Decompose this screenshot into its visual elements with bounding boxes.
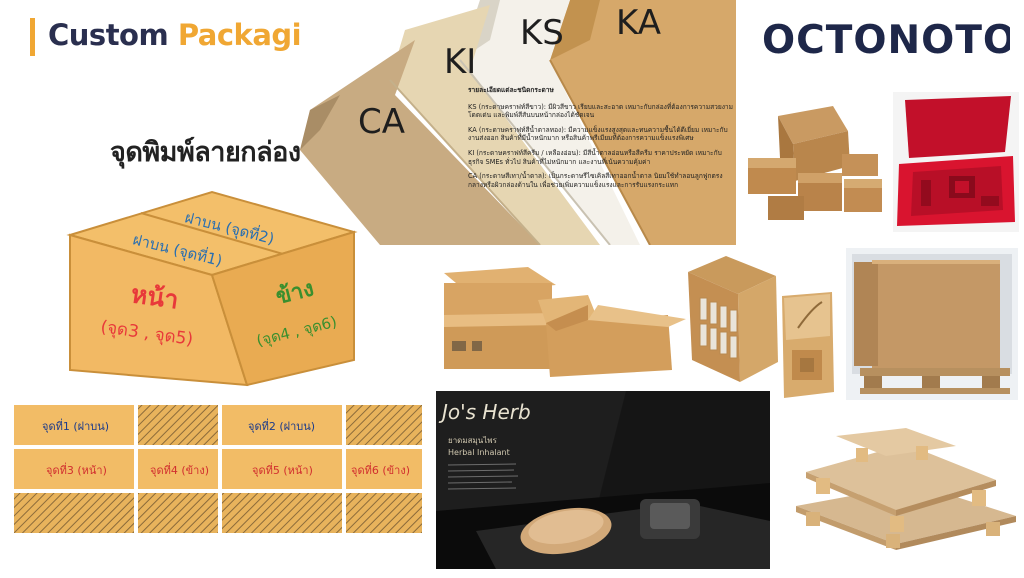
- photo-bottle-divider-box: [686, 252, 836, 402]
- dieline-panel-6: จุดที่6 (ข้าง): [351, 462, 410, 477]
- board-label-ca: CA: [358, 102, 405, 142]
- spec-item-ki: KI (กระดาษคราฟท์สีครีม / เหลืองอ่อน): มี…: [468, 148, 722, 166]
- photo-herbal-gift-box: Jo's Herb ยาดมสมุนไพร Herbal Inhalant: [436, 391, 770, 569]
- front-panel-title: หน้า: [129, 279, 180, 314]
- paper-spec-text: รายละเอียดแต่ละชนิดกระดาษ KS (กระดาษคราฟ…: [468, 86, 736, 195]
- box-dieline-diagram: จุดที่1 (ฝาบน) จุดที่2 (ฝาบน) จุดที่3 (ห…: [14, 405, 422, 533]
- spec-heading: รายละเอียดแต่ละชนิดกระดาษ: [468, 86, 554, 94]
- dieline-flap-2: จุดที่2 (ฝาบน): [248, 418, 315, 433]
- herbal-en-text: Herbal Inhalant: [448, 448, 510, 457]
- spec-item-ca: CA (กระดาษสีเทา/น้ำตาล): เป็นกระดาษรีไซเ…: [468, 172, 723, 189]
- title-accent-bar: [30, 18, 35, 56]
- photo-paper-pallets: [786, 424, 1020, 558]
- dieline-panel-4: จุดที่4 (ข้าง): [150, 462, 209, 477]
- spec-item-ka: KA (กระดาษคราฟท์สีน้ำตาลทอง): มีความแข็ง…: [468, 125, 728, 143]
- herbal-thai-text: ยาดมสมุนไพร: [448, 436, 498, 445]
- board-label-ka: KA: [616, 3, 661, 43]
- photo-open-shipping-boxes: [438, 265, 696, 385]
- dieline-panel-3: จุดที่3 (หน้า): [46, 462, 107, 477]
- board-samples-photo: CA KI KS KA: [300, 0, 736, 245]
- box-print-diagram: ฝาบน (จุดที่2) ฝาบน (จุดที่1) หน้า (จุด3…: [66, 190, 358, 387]
- dieline-flap-1: จุดที่1 (ฝาบน): [42, 418, 109, 433]
- logo-text: OCTONOTO: [762, 18, 1010, 62]
- spec-item-ks: KS (กระดาษคราฟท์สีขาว): มีผิวสีขาว เรียบ…: [468, 102, 733, 120]
- dieline-panel-5: จุดที่5 (หน้า): [252, 462, 313, 477]
- photo-small-kraft-boxes: [738, 96, 886, 230]
- herbal-brand-text: Jo's Herb: [438, 400, 531, 424]
- page-title: Custom Packaging: [48, 18, 342, 52]
- board-label-ks: KS: [520, 13, 564, 53]
- board-label-ki: KI: [444, 42, 476, 82]
- photo-red-gift-box: [893, 92, 1019, 232]
- brand-logo: OCTONOTO: [762, 16, 1016, 71]
- print-positions-heading: จุดพิมพ์ลายกล่อง: [110, 137, 301, 168]
- title-word-custom: Custom: [48, 18, 169, 52]
- logo-wordmark: OCTONOTO: [762, 18, 1016, 63]
- photo-pallet-box: [846, 248, 1018, 400]
